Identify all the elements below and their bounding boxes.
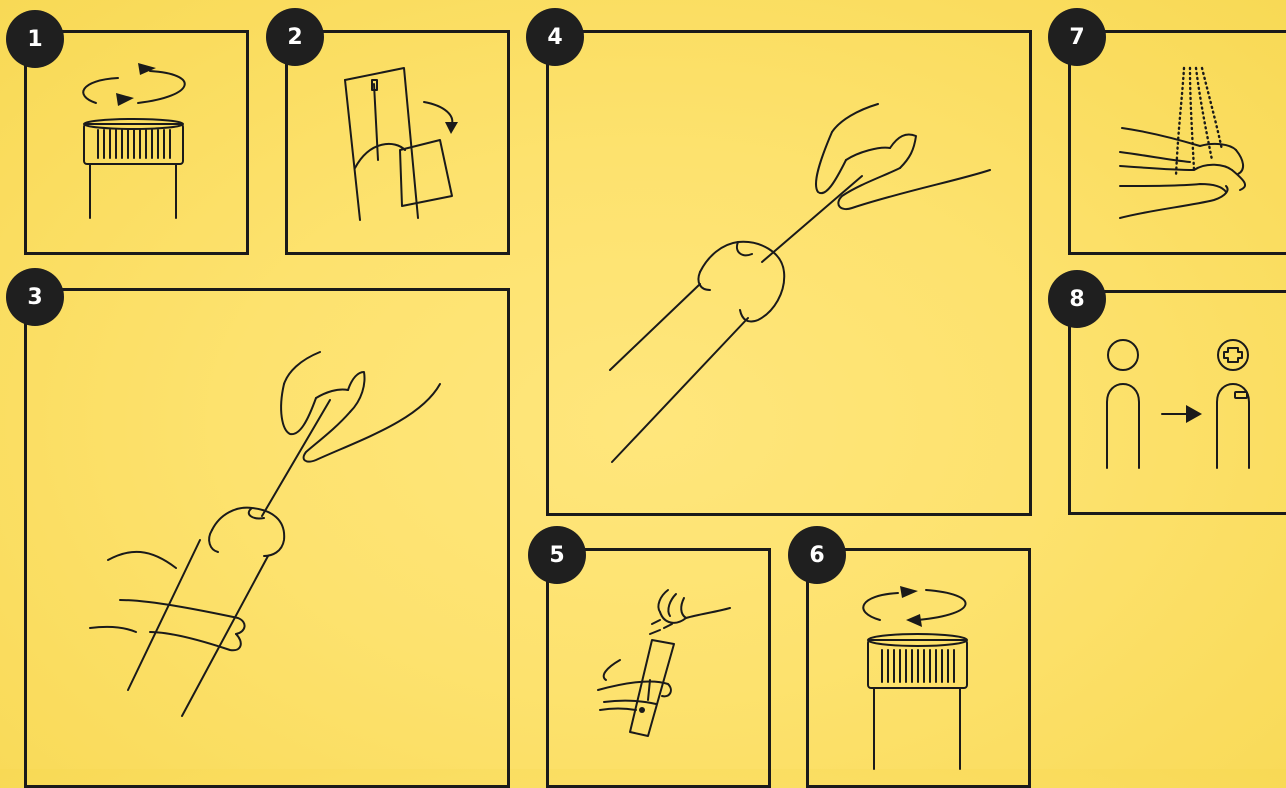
- step-number-badge: 5: [528, 526, 586, 584]
- remove-swab-icon: [610, 104, 990, 462]
- insert-swab-icon: [90, 352, 440, 716]
- step-number-badge: 3: [6, 268, 64, 326]
- return-to-clinician-icon: [1107, 340, 1249, 468]
- step-number-badge: 7: [1048, 8, 1106, 66]
- screw-cap-icon: [863, 586, 967, 769]
- unscrew-cap-icon: [83, 63, 184, 218]
- snap-swab-in-tube-icon: [598, 590, 730, 736]
- step-number-badge: 6: [788, 526, 846, 584]
- open-swab-package-icon: [345, 68, 458, 220]
- steps-illustrations: [0, 0, 1286, 769]
- wash-hands-icon: [1120, 68, 1245, 218]
- step-number-badge: 1: [6, 10, 64, 68]
- step-number-badge: 2: [266, 8, 324, 66]
- step-number-badge: 4: [526, 8, 584, 66]
- step-number-badge: 8: [1048, 270, 1106, 328]
